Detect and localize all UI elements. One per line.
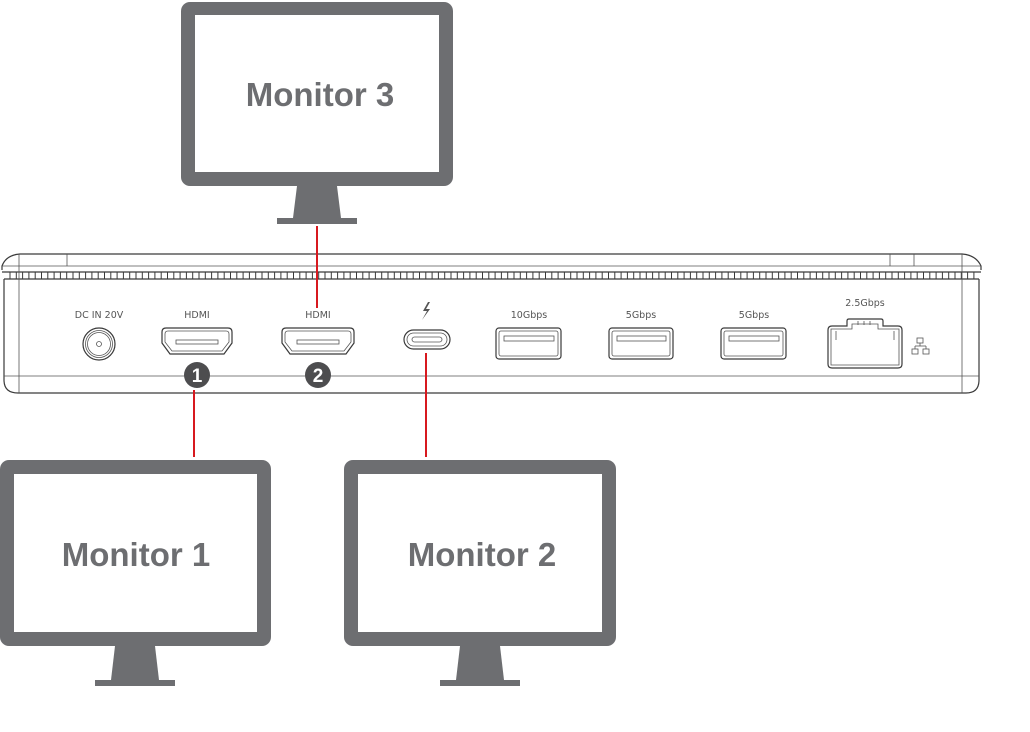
usbc-tongue <box>411 336 443 343</box>
port-usb-a-10gbps-label: 10Gbps <box>511 310 548 321</box>
vent-grille <box>9 272 975 279</box>
port-usb-a-5gbps-1: 5Gbps <box>608 310 674 360</box>
usb-a-3-tongue <box>728 335 780 342</box>
dc-jack-outer <box>82 327 116 361</box>
rj45-shell <box>827 318 903 369</box>
monitor-2-label: Monitor 2 <box>408 536 556 573</box>
hdmi-1-shell <box>161 327 233 355</box>
hdmi-2-tongue <box>296 339 340 345</box>
port-hdmi-2: HDMI 2 <box>281 310 355 388</box>
usb-a-2-shell <box>608 327 674 360</box>
usbc-shell-inner <box>406 332 448 347</box>
hdmi-1-tongue <box>175 339 219 345</box>
hdmi-1-shell-inner <box>164 330 230 352</box>
badge-2 <box>305 362 331 388</box>
usb-a-1-shell <box>495 327 562 360</box>
monitor-3-stand-neck <box>293 186 341 218</box>
dock-top-lid <box>1 253 982 270</box>
usb-a-2-shell-inner <box>611 330 671 357</box>
dock-body-outline <box>3 279 980 394</box>
port-usb-a-5gbps-2: 5Gbps <box>720 310 787 360</box>
usb-a-1-tongue <box>503 335 555 342</box>
badge-1-text: 1 <box>192 366 203 387</box>
monitor-1-stand-neck <box>111 646 159 680</box>
hdmi-2-shell <box>281 327 355 355</box>
monitor-2-stand-neck <box>456 646 504 680</box>
dc-jack-ring-2 <box>87 332 111 356</box>
port-dc-in-label: DC IN 20V <box>75 310 124 321</box>
dock <box>1 253 982 394</box>
usbc-shell <box>403 329 451 350</box>
network-icon <box>911 337 930 355</box>
monitor-1-label: Monitor 1 <box>62 536 210 573</box>
monitor-1-stand-base <box>95 680 175 686</box>
hdmi-2-shell-inner <box>284 330 352 352</box>
monitor-2-screen <box>358 474 602 632</box>
monitor-3-screen <box>195 15 439 172</box>
usb-a-2-tongue <box>616 335 667 342</box>
usb-a-3-shell <box>720 327 787 360</box>
monitor-1-screen <box>14 474 257 632</box>
monitor-1: Monitor 1 <box>0 460 271 686</box>
port-usb-a-10gbps: 10Gbps <box>495 310 562 360</box>
dc-jack-pin <box>96 341 102 347</box>
rj45-shell-inner <box>830 323 900 366</box>
port-hdmi-1: HDMI 1 <box>161 310 233 388</box>
monitor-3-stand-base <box>277 218 357 224</box>
monitor-2: Monitor 2 <box>344 460 616 686</box>
badge-1 <box>184 362 210 388</box>
port-hdmi-1-label: HDMI <box>184 310 209 321</box>
monitor-3-label: Monitor 3 <box>246 76 394 113</box>
port-ethernet: 2.5Gbps <box>827 298 930 369</box>
usb-a-3-shell-inner <box>723 330 784 357</box>
port-thunderbolt <box>403 302 451 350</box>
port-dc-in: DC IN 20V <box>75 310 124 361</box>
thunderbolt-icon <box>422 302 430 320</box>
badge-2-text: 2 <box>313 366 324 387</box>
monitor-3: Monitor 3 <box>181 2 453 224</box>
monitor-2-stand-base <box>440 680 520 686</box>
dc-jack-ring <box>85 330 113 358</box>
port-usb-a-5gbps-2-label: 5Gbps <box>739 310 769 321</box>
port-usb-a-5gbps-1-label: 5Gbps <box>626 310 656 321</box>
port-ethernet-label: 2.5Gbps <box>845 298 885 309</box>
port-hdmi-2-label: HDMI <box>305 310 330 321</box>
usb-a-1-shell-inner <box>498 330 559 357</box>
